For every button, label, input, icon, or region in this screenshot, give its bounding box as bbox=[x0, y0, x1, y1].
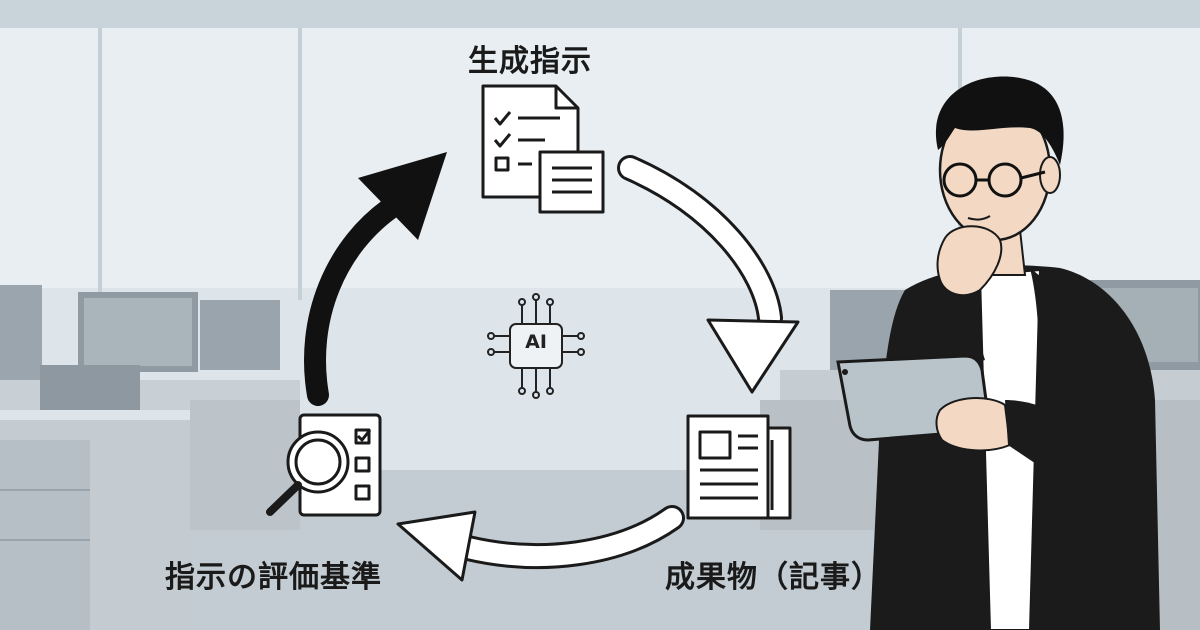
thinking-person-illustration bbox=[836, 76, 1160, 630]
magnifier-checklist-icon bbox=[266, 413, 382, 517]
ai-chip-icon bbox=[487, 293, 585, 399]
newspaper-article-icon bbox=[686, 414, 792, 520]
step-label-generation-instruction: 生成指示 bbox=[468, 44, 592, 79]
checklist-document-icon bbox=[481, 84, 605, 214]
step-label-evaluation-criteria: 指示の評価基準 bbox=[165, 560, 382, 595]
ai-chip-label: AI bbox=[525, 331, 547, 353]
feedback-arrow-left bbox=[304, 152, 447, 406]
step-label-output-article: 成果物（記事） bbox=[665, 560, 882, 595]
flow-arrow-right bbox=[617, 155, 800, 394]
flow-arrow-bottom bbox=[396, 505, 685, 582]
